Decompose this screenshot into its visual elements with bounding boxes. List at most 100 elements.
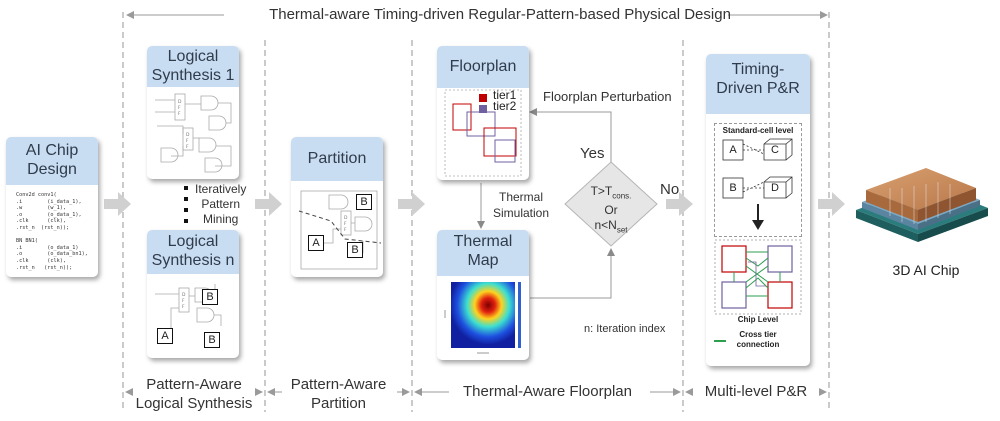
code-line: Conv2d conv1( (16, 192, 57, 198)
code-line: .rst_n (rst_n)); (16, 224, 70, 231)
partition-box-b: B (356, 194, 372, 210)
sim-line2: Simulation (493, 206, 550, 220)
stage0-line1: Pattern-Aware (146, 376, 242, 393)
synth1-title-line2: Synthesis 1 (151, 67, 235, 84)
svg-text:D: D (186, 132, 190, 138)
svg-text:F: F (182, 298, 185, 304)
synthn-title-line2: Synthesis n (151, 252, 235, 269)
svg-text:D: D (182, 292, 186, 298)
partition-box-b2: B (347, 242, 363, 258)
code-line: .w (w_1), (16, 205, 66, 212)
no-label: No (660, 181, 680, 198)
synthn-box-b-bottom: B (204, 332, 220, 348)
cross-line2: connection (736, 340, 780, 349)
chip-level-label: Chip Level (737, 315, 779, 324)
svg-text:F: F (344, 227, 347, 233)
thermal-map-card: Thermal Map (437, 230, 529, 360)
loop-lines (477, 108, 615, 299)
sim-line1: Thermal (499, 190, 544, 204)
thermal-title-line2: Map (467, 252, 499, 269)
pnr-title-line2: Driven P&R (716, 80, 800, 97)
cond-main1: T>T (590, 184, 613, 198)
diagram-title: Thermal-aware Timing-driven Regular-Patt… (269, 6, 731, 23)
timing-driven-pnr-card: Timing- Driven P&R Standard-cell level A… (706, 54, 810, 366)
ai-chip-title-line2: Design (27, 161, 77, 178)
logical-synthesis-1-header: Logical Synthesis 1 (147, 46, 239, 87)
floorplan-legend: tier1 tier2 (493, 88, 517, 112)
stage1-line2: Partition (310, 395, 367, 412)
stage-caption-floorplan: Thermal-Aware Floorplan (463, 383, 632, 400)
std-cell-label: Standard-cell level (722, 126, 794, 135)
code-line: .rst_n (rst_n)); (16, 264, 73, 271)
pnr-box-b: B (729, 182, 737, 194)
floorplan-header: Floorplan (437, 46, 529, 88)
synthn-box-a: A (157, 328, 173, 344)
svg-text:F: F (186, 144, 189, 150)
stage0-line2: Logical Synthesis (135, 395, 253, 412)
svg-text:F: F (182, 304, 185, 310)
legend-tier1: tier1 (493, 88, 517, 102)
floorplan-sketch (444, 89, 522, 177)
cond-sub1: cons. (612, 191, 632, 201)
mining-line1: Iteratively (195, 182, 247, 196)
output-label: 3D AI Chip (892, 262, 960, 278)
svg-text:D: D (178, 99, 182, 105)
stage-separators (122, 12, 830, 412)
partition-box-a: A (308, 235, 324, 251)
cond-sub3: set (616, 225, 628, 235)
logical-synthesis-n-header: Logical Synthesis n (147, 230, 239, 274)
flow-arrows (104, 192, 845, 216)
code-line: .o (o_data_bn1), (16, 251, 88, 258)
ai-chip-design-header: AI Chip Design (6, 137, 98, 185)
pattern-mining-label: Iteratively Pattern Mining (195, 182, 246, 227)
decision-condition: T>Tcons. Or n<Nset (571, 184, 651, 238)
partition-header: Partition (291, 137, 383, 181)
cond-main3: n<N (594, 218, 617, 233)
std-cell-panel (714, 123, 802, 237)
cond-line3: n<Nset (571, 218, 651, 237)
floorplan-perturbation-label: Floorplan Perturbation (543, 89, 672, 104)
synth1-title-line1: Logical (167, 48, 219, 65)
rtl-code-block: Conv2d conv1(.i (i_data_1),.w (w_1),.o (… (16, 192, 88, 271)
yes-label: Yes (580, 145, 605, 162)
code-line: .clk (clk), (16, 218, 66, 225)
svg-text:F: F (178, 111, 181, 117)
code-line: .clk (clk), (16, 257, 66, 264)
synth1-gate-sketch: DFF DFF (155, 93, 232, 173)
pnr-box-a: A (729, 144, 737, 156)
code-line (16, 232, 88, 239)
ellipsis-dots (184, 186, 188, 223)
pnr-box-d: D (771, 182, 779, 194)
ai-chip-design-card: AI Chip Design Conv2d conv1(.i (i_data_1… (6, 137, 98, 277)
synthn-box-b-top: B (202, 289, 218, 305)
cond-line1: T>Tcons. (571, 184, 651, 203)
iteration-index-note: n: Iteration index (584, 323, 666, 335)
partition-sketch: DFF (298, 190, 382, 270)
mining-line2: Pattern (201, 197, 241, 211)
pnr-header: Timing- Driven P&R (706, 54, 810, 114)
stage-caption-synthesis: Pattern-Aware Logical Synthesis (123, 375, 265, 413)
cross-tier-label: Cross tier connection (706, 330, 810, 350)
thermal-map-header: Thermal Map (437, 230, 529, 276)
cond-line2: Or (604, 203, 618, 218)
thermal-heatmap (444, 282, 521, 354)
std-cell-sketch (722, 138, 793, 230)
svg-text:F: F (186, 138, 189, 144)
code-line: .o (o_data_1), (16, 211, 82, 218)
floorplan-card: Floorplan tier1 tier2 (437, 46, 529, 180)
decision-diamond (564, 161, 658, 247)
code-line: .i (i_data_1), (16, 198, 82, 205)
ai-chip-title-line1: AI Chip (25, 142, 79, 159)
thermal-title-line1: Thermal (453, 233, 513, 250)
stage-caption-pnr: Multi-level P&R (704, 383, 808, 400)
cross-tier-legend-swatch (714, 340, 726, 342)
thermal-simulation-label: Thermal Simulation (493, 189, 549, 221)
code-line: .i (o_data_1) (16, 244, 79, 251)
code-line: BN BN1( (16, 238, 38, 245)
svg-text:D: D (344, 215, 348, 221)
